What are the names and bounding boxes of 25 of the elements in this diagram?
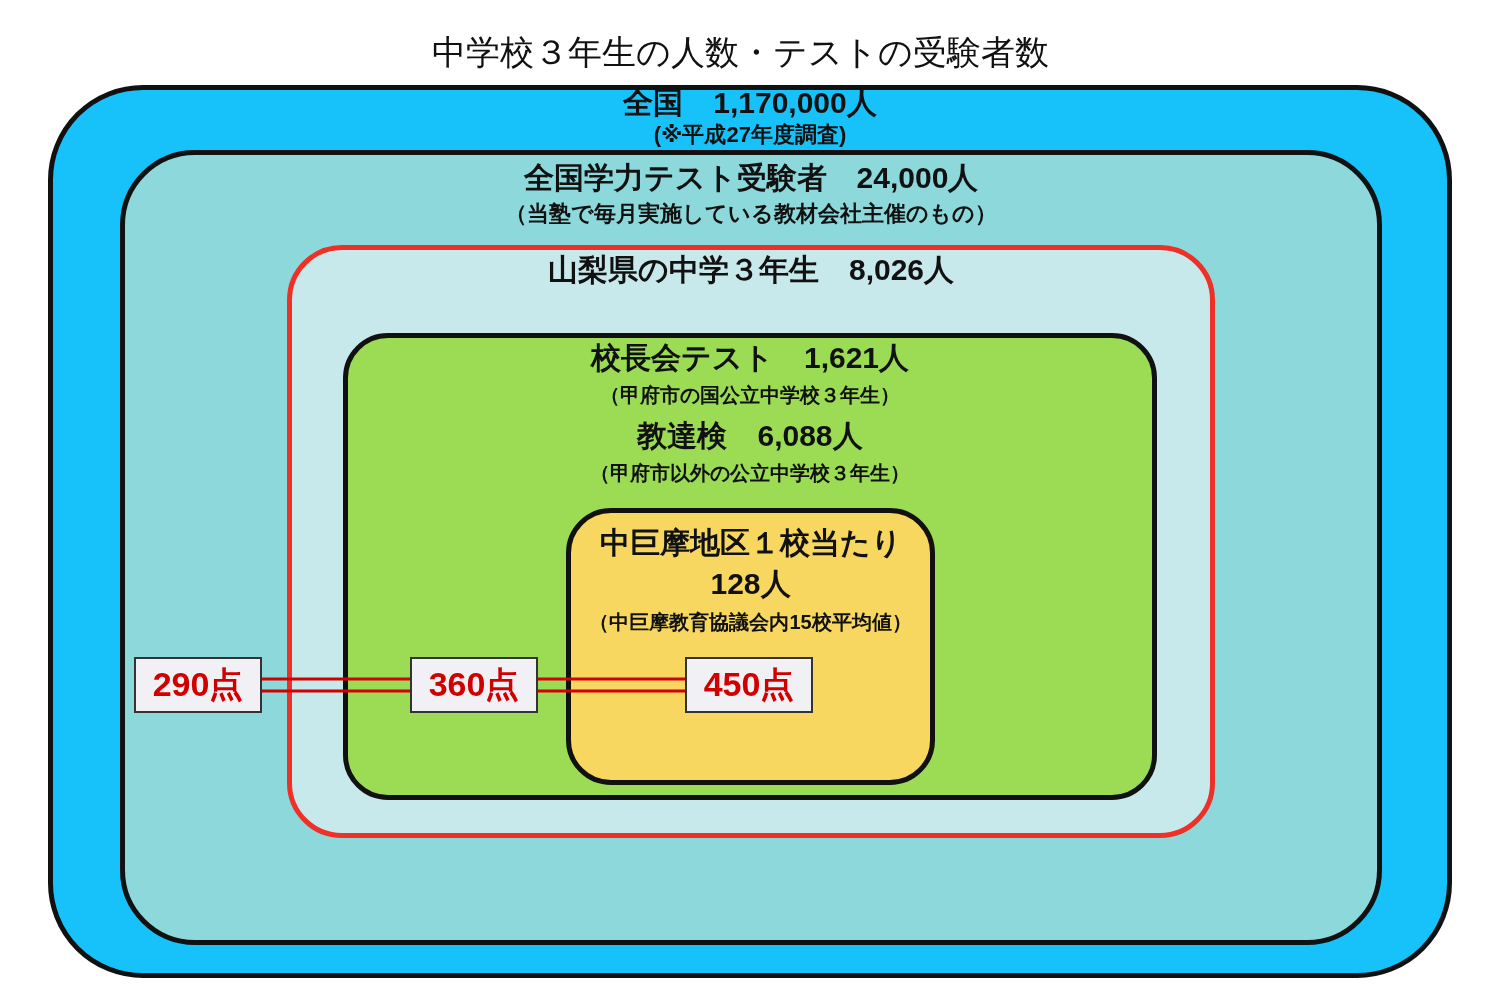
count-heading: 全国学力テスト受験者 24,000人 <box>523 160 979 196</box>
score-text: 290点 <box>152 666 244 704</box>
score-box <box>134 657 262 713</box>
count-heading: 校長会テスト 1,621人 <box>590 340 910 376</box>
population-box <box>343 333 1157 800</box>
score-text: 450点 <box>703 666 795 704</box>
population-box <box>48 85 1452 978</box>
note-text: (※平成27年度調査) <box>653 122 847 148</box>
note-text: （当塾で毎月実施している教材会社主催のもの） <box>505 201 997 227</box>
diagram-title: 中学校３年生の人数・テストの受験者数 <box>431 32 1049 73</box>
population-box <box>566 508 935 785</box>
note-text: （甲府市以外の公立中学校３年生） <box>590 461 910 485</box>
score-box <box>685 657 813 713</box>
score-box <box>410 657 538 713</box>
population-box <box>120 150 1382 945</box>
note-text: （中巨摩教育協議会内15校平均値） <box>589 610 912 634</box>
note-text: （甲府市の国公立中学校３年生） <box>600 383 900 407</box>
score-text: 360点 <box>428 666 520 704</box>
count-heading: 教達検 6,088人 <box>637 418 863 454</box>
population-box <box>287 245 1215 838</box>
count-heading: 中巨摩地区１校当たり <box>599 525 902 561</box>
double-line-connector <box>260 677 412 693</box>
count-heading: 128人 <box>710 566 791 602</box>
count-heading: 山梨県の中学３年生 8,026人 <box>547 252 955 288</box>
double-line-connector <box>536 677 687 693</box>
